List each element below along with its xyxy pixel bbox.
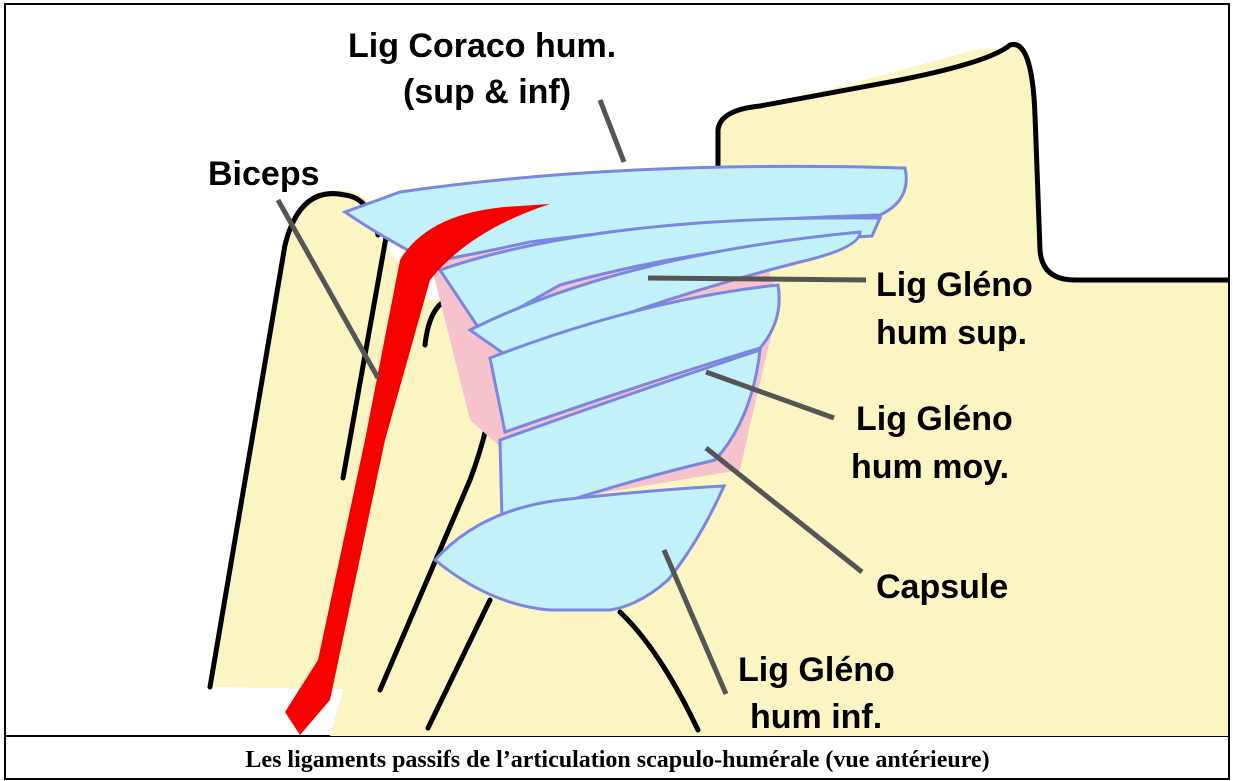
label-coraco-line2: (sup & inf) — [403, 73, 571, 111]
label-coraco-line1: Lig Coraco hum. — [348, 27, 616, 65]
label-gleno-inf-line2: hum inf. — [750, 698, 882, 736]
label-gleno-moy-line1: Lig Gléno — [856, 400, 1013, 438]
leader-gleno-sup — [648, 278, 866, 280]
label-gleno-sup-line2: hum sup. — [876, 314, 1027, 352]
figure-caption: Les ligaments passifs de l’articulation … — [6, 741, 1229, 779]
label-gleno-moy-line2: hum moy. — [851, 448, 1009, 486]
leader-coraco — [600, 100, 624, 162]
label-capsule: Capsule — [876, 568, 1008, 606]
label-gleno-sup-line1: Lig Gléno — [876, 266, 1033, 304]
label-biceps: Biceps — [208, 155, 320, 193]
label-gleno-inf-line1: Lig Gléno — [738, 651, 895, 689]
